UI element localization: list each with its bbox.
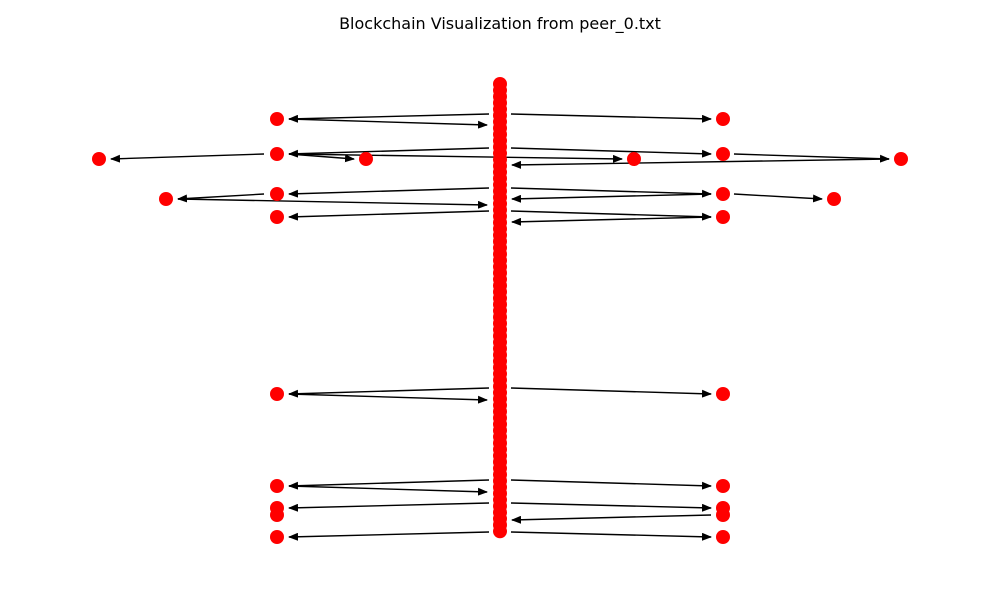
graph-edge-29 <box>510 531 712 541</box>
graph-node-87 <box>716 387 730 401</box>
graph-edge-12 <box>177 198 488 209</box>
graph-edge-6 <box>288 153 623 163</box>
graph-edge-22 <box>288 479 490 490</box>
graph-node-94 <box>270 530 284 544</box>
graph-node-89 <box>716 479 730 493</box>
graph-node-82 <box>716 187 730 201</box>
graph-edge-20 <box>288 393 488 404</box>
graph-node-76 <box>359 152 373 166</box>
graph-edge-19 <box>288 387 490 398</box>
graph-node-83 <box>827 192 841 206</box>
graph-node-93 <box>716 508 730 522</box>
graph-edge-27 <box>511 514 712 524</box>
graph-edge-10 <box>288 187 490 198</box>
graph-node-74 <box>92 152 106 166</box>
graph-edge-17 <box>510 210 712 221</box>
graph-node-88 <box>270 479 284 493</box>
graph-node-84 <box>270 210 284 224</box>
graph-node-73 <box>716 112 730 126</box>
graph-node-72 <box>270 112 284 126</box>
graph-edge-3 <box>288 147 490 158</box>
graph-node-71 <box>493 524 507 539</box>
graph-edge-24 <box>510 479 712 490</box>
graph-nodes <box>92 77 908 544</box>
graph-node-91 <box>270 508 284 522</box>
graph-node-86 <box>270 387 284 401</box>
graph-edge-5 <box>110 153 265 163</box>
graph-node-77 <box>627 152 641 166</box>
graph-node-79 <box>894 152 908 166</box>
graph-edge-8 <box>733 153 890 163</box>
graph-edge-15 <box>733 193 823 203</box>
graph-edge-16 <box>288 210 490 221</box>
graph-edge-28 <box>288 531 490 541</box>
graph-edge-14 <box>511 193 712 203</box>
graph-node-78 <box>716 147 730 161</box>
graph-edge-23 <box>288 485 488 496</box>
graph-edge-13 <box>510 187 712 198</box>
graph-edge-11 <box>177 193 265 203</box>
graph-edge-21 <box>510 387 712 398</box>
graph-node-95 <box>716 530 730 544</box>
figure-title: Blockchain Visualization from peer_0.txt <box>339 14 661 34</box>
graph-edges <box>110 113 890 541</box>
graph-node-80 <box>159 192 173 206</box>
graph-edge-0 <box>288 113 490 123</box>
graph-edge-26 <box>510 502 712 512</box>
graph-node-81 <box>270 187 284 201</box>
graph-node-85 <box>716 210 730 224</box>
graph-edge-18 <box>511 216 712 226</box>
graph-edge-25 <box>288 502 490 512</box>
graph-edge-7 <box>510 147 712 158</box>
graph-node-75 <box>270 147 284 161</box>
graph-edge-2 <box>510 113 712 123</box>
graph-edge-9 <box>511 158 890 169</box>
graph-edge-1 <box>288 118 488 129</box>
